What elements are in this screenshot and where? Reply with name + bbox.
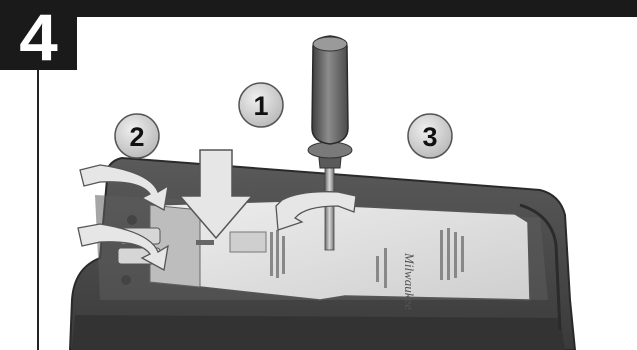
battery-door-plate: Milwaukee bbox=[117, 199, 531, 310]
screwdriver-battery-door-icon: Milwaukee 1 2 3 bbox=[68, 35, 577, 350]
step-number-badge: 4 bbox=[0, 0, 77, 74]
brand-label: Milwaukee bbox=[402, 252, 417, 310]
callout-2: 2 bbox=[114, 113, 160, 159]
step-divider-line bbox=[37, 70, 39, 350]
rotation-arrows bbox=[77, 149, 357, 272]
step-header-bar bbox=[0, 0, 637, 17]
callout-2-label: 2 bbox=[129, 122, 144, 152]
step-number: 4 bbox=[19, 0, 58, 74]
callout-1-label: 1 bbox=[253, 91, 268, 121]
callout-1: 1 bbox=[238, 82, 284, 128]
callout-3: 3 bbox=[407, 113, 453, 159]
callout-3-label: 3 bbox=[422, 122, 437, 152]
